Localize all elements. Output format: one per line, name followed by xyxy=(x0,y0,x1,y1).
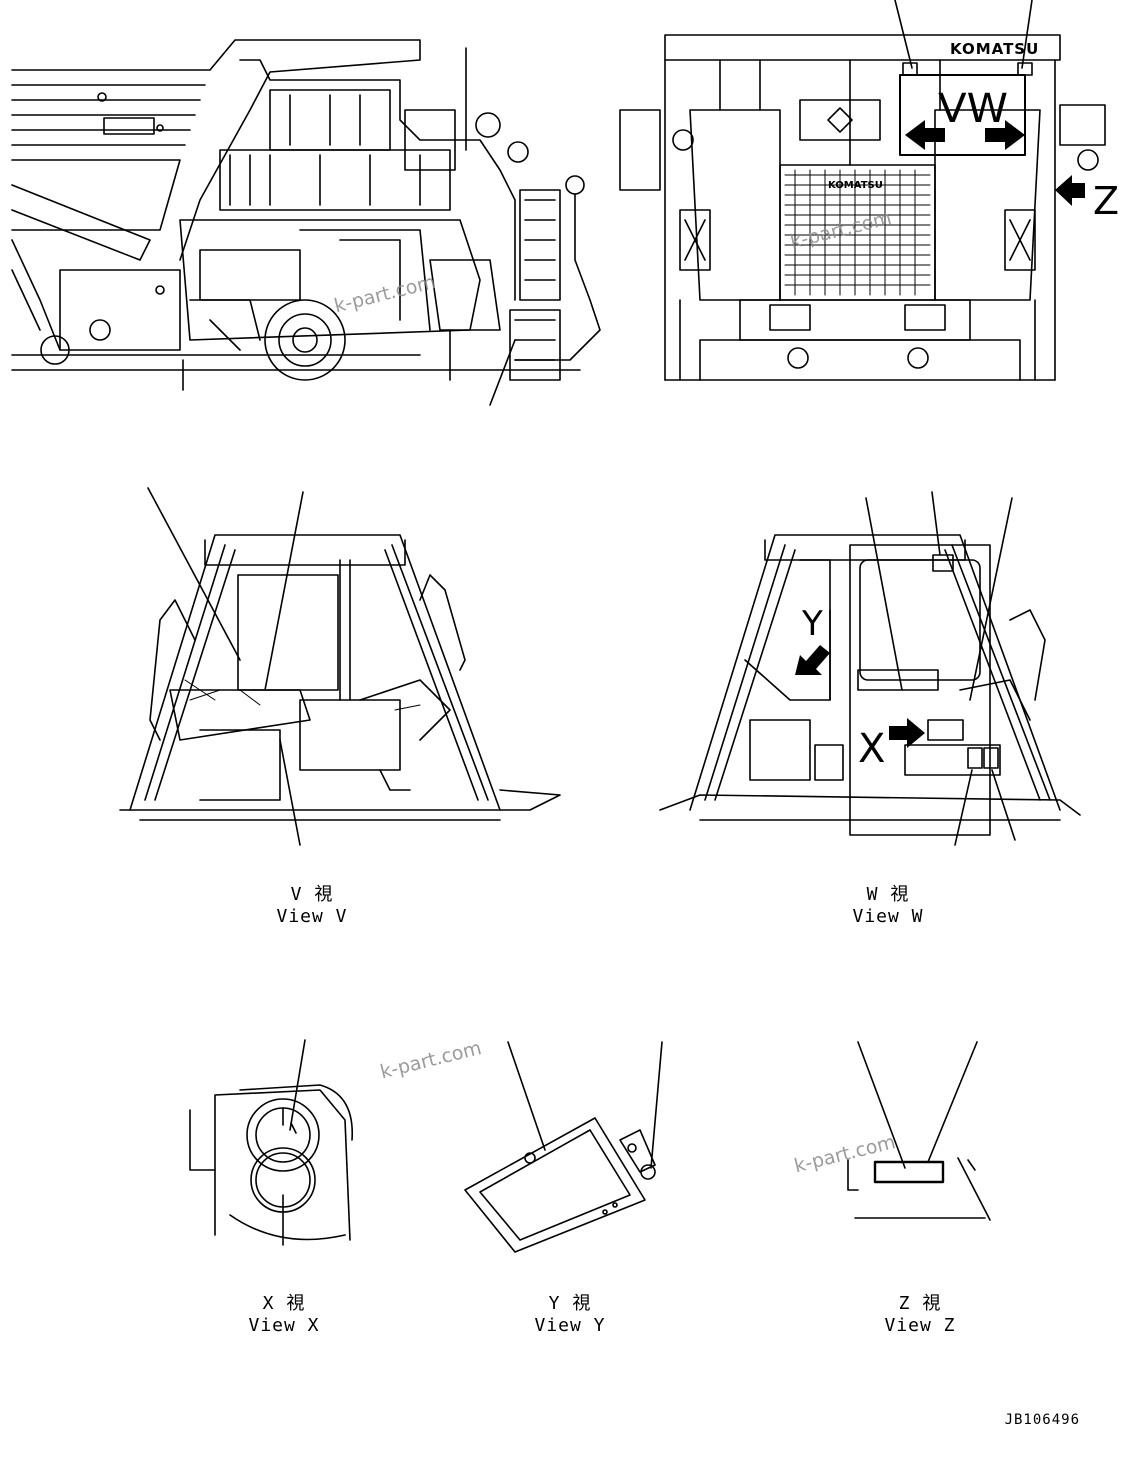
side-view-machine xyxy=(11,39,601,406)
x-marker-label: X xyxy=(858,726,885,772)
caption-view-y-jp: Y 視 xyxy=(548,1293,592,1314)
brand-logo-top: KOMATSU xyxy=(950,40,1039,58)
brand-logo-grille: KOMATSU xyxy=(828,180,883,191)
caption-view-w: W 視 View W xyxy=(808,884,968,928)
caption-view-v-en: View V xyxy=(276,906,348,927)
caption-view-z: Z 視 View Z xyxy=(840,1293,1000,1337)
caption-view-v: V 視 View V xyxy=(232,884,392,928)
z-marker-label: Z xyxy=(1093,179,1119,223)
caption-view-x: X 視 View X xyxy=(204,1293,364,1337)
caption-view-z-en: View Z xyxy=(884,1315,956,1336)
caption-view-w-jp: W 視 xyxy=(866,884,910,905)
arrow-x xyxy=(889,718,925,748)
view-w-drawing xyxy=(659,491,1081,846)
arrow-right-vw xyxy=(985,120,1025,150)
caption-view-x-jp: X 視 xyxy=(262,1293,306,1314)
marker-arrows xyxy=(795,120,1085,748)
view-x-drawing xyxy=(189,1039,353,1246)
caption-view-y-en: View Y xyxy=(534,1315,606,1336)
front-view-machine xyxy=(619,0,1106,381)
y-marker-label: Y xyxy=(801,604,823,644)
caption-view-z-jp: Z 視 xyxy=(898,1293,942,1314)
vw-marker-label: VW xyxy=(938,86,1008,132)
arrow-z xyxy=(1055,175,1085,206)
caption-view-v-jp: V 視 xyxy=(290,884,334,905)
reference-code: JB106496 xyxy=(1004,1412,1080,1428)
caption-view-y: Y 視 View Y xyxy=(490,1293,650,1337)
view-y-drawing xyxy=(464,1041,663,1253)
view-v-drawing xyxy=(119,487,561,846)
caption-view-x-en: View X xyxy=(248,1315,320,1336)
arrow-y xyxy=(795,645,830,675)
caption-view-w-en: View W xyxy=(852,906,924,927)
view-z-drawing xyxy=(847,1041,991,1221)
arrow-left-vw xyxy=(905,120,945,150)
